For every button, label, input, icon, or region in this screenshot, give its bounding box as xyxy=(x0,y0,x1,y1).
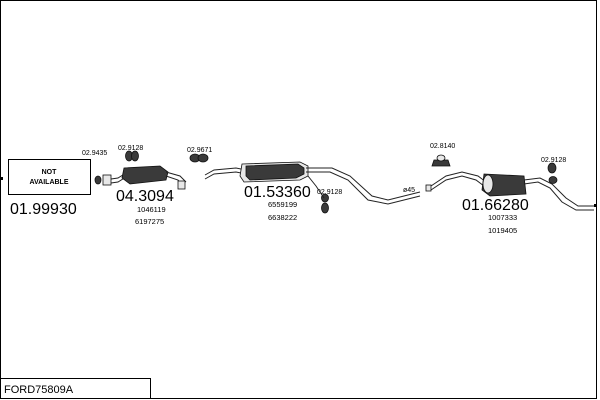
part-number-2: 01.53360 xyxy=(244,184,311,201)
middle-silencer-icon xyxy=(204,161,421,205)
accessory-label-1: 02.9435 xyxy=(82,150,107,157)
front-section-number: 01.99930 xyxy=(10,201,77,218)
part-ref-2a: 6559199 xyxy=(268,200,297,209)
clamp-icon-3 xyxy=(321,193,329,214)
part-ref-2b: 6638222 xyxy=(268,213,297,222)
rubber-mount-icon xyxy=(431,154,451,167)
part-ref-3b: 1019405 xyxy=(488,226,517,235)
accessory-label-5: 02.8140 xyxy=(430,143,455,150)
model-code: FORD75809A xyxy=(4,384,74,396)
pipe-joint xyxy=(425,184,432,192)
not-available-line2: AVAILABLE xyxy=(29,179,68,186)
part-ref-1b: 6197275 xyxy=(135,217,164,226)
left-marker xyxy=(0,177,3,180)
right-marker xyxy=(594,204,597,207)
not-available-box xyxy=(8,159,91,195)
title-box xyxy=(0,378,151,399)
accessory-label-3: 02.9671 xyxy=(187,147,212,154)
part-ref-1a: 1046119 xyxy=(137,205,166,214)
clamp-icon-2 xyxy=(189,153,209,163)
accessory-label-6: 02.9128 xyxy=(541,157,566,164)
pipe-dimension-label: ø45 xyxy=(403,187,415,194)
catalytic-converter-icon xyxy=(102,165,187,190)
accessory-label-2: 02.9128 xyxy=(118,145,143,152)
rear-silencer-icon xyxy=(430,171,594,211)
not-available-line1: NOT xyxy=(42,169,58,176)
part-number-3: 01.66280 xyxy=(462,197,529,214)
accessory-label-4: 02.9128 xyxy=(317,189,342,196)
gasket-icon xyxy=(94,175,102,185)
clamp-icon-4 xyxy=(547,162,558,184)
part-ref-3a: 1007333 xyxy=(488,213,517,222)
clamp-icon-1 xyxy=(125,150,139,162)
part-number-1: 04.3094 xyxy=(116,188,174,205)
